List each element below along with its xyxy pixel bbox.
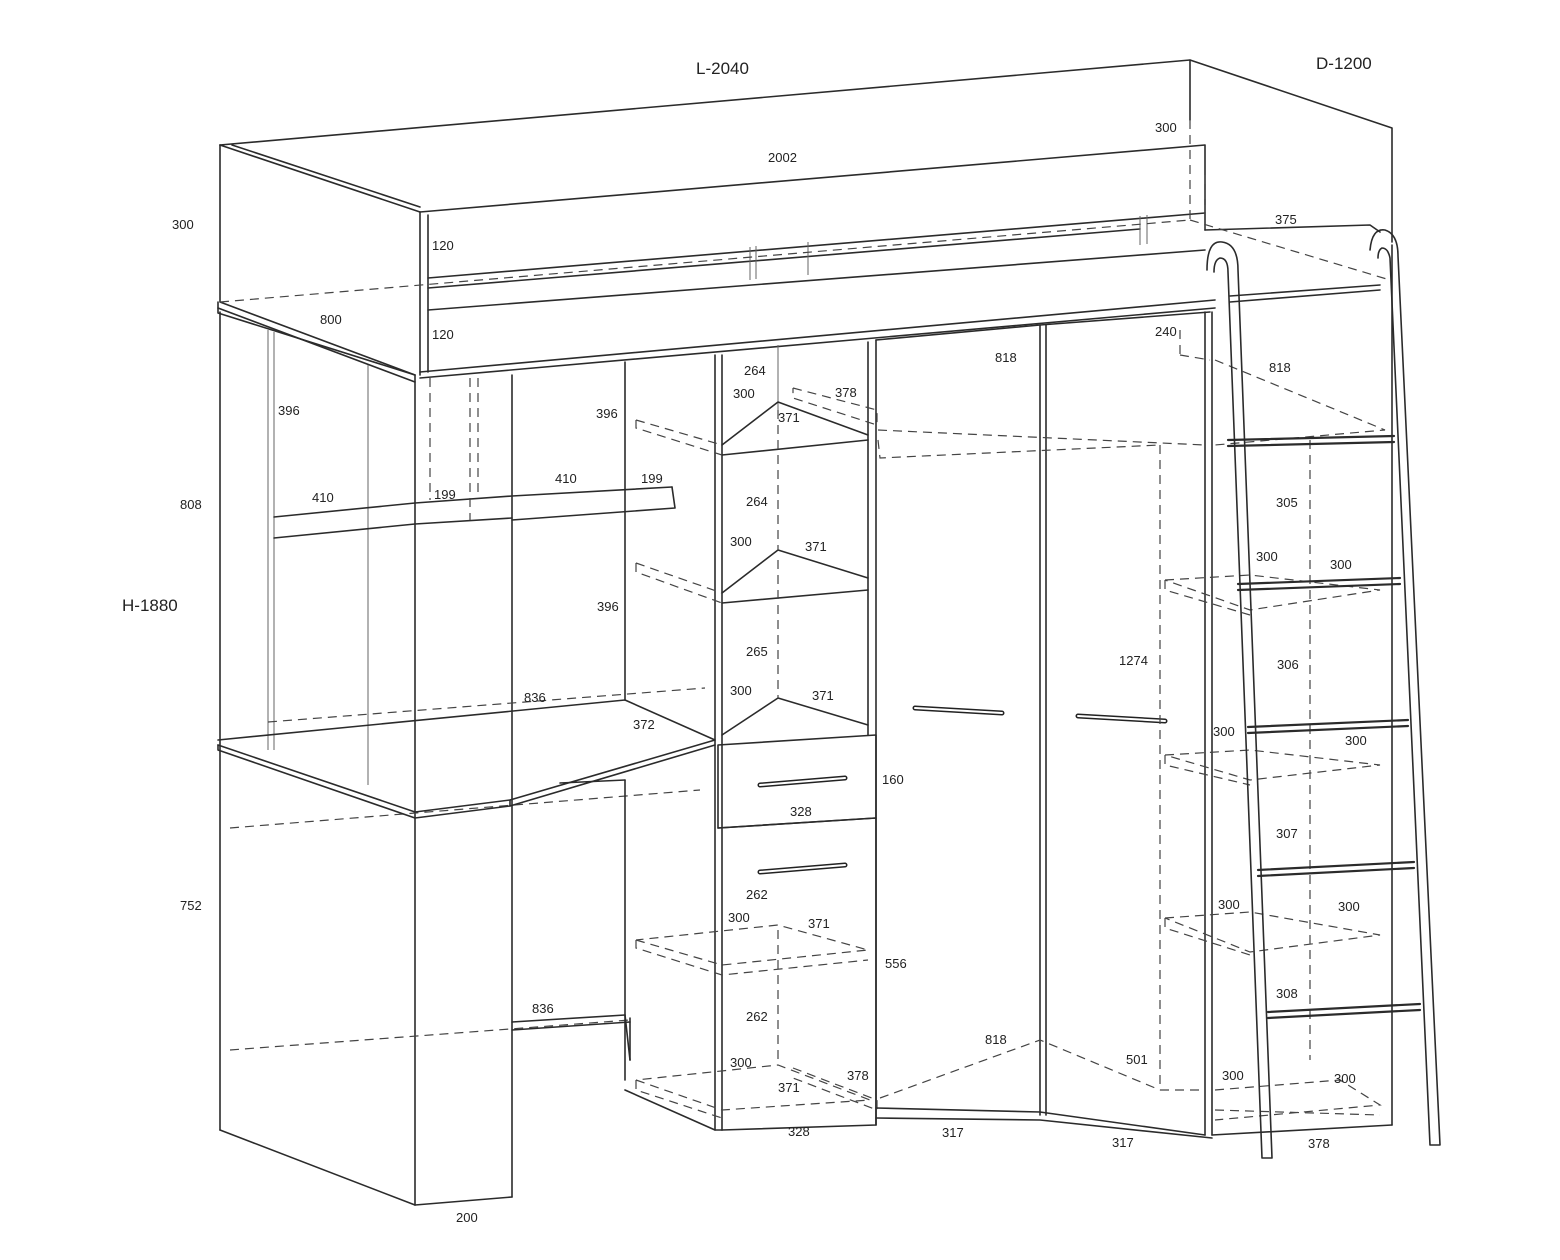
dim-wardrobe-width-bottom: 818	[985, 1032, 1007, 1047]
dim-shelf-height-3: 265	[746, 644, 768, 659]
dim-bottom-depth: 300	[730, 1055, 752, 1070]
dim-ladder-shelf-depth-3: 300	[1218, 897, 1240, 912]
dim-cabinet-shelf-width: 371	[808, 916, 830, 931]
dim-ladder-step-3: 307	[1276, 826, 1298, 841]
wardrobe	[875, 311, 1213, 1139]
dim-end-board: 375	[1275, 212, 1297, 227]
dim-top-shelf-depth: 378	[835, 385, 857, 400]
dim-lower-height: 752	[180, 898, 202, 913]
dim-side-shelf-depth: 410	[312, 490, 334, 505]
dim-desk-top-depth: 372	[633, 717, 655, 732]
dim-shelf-width-3: 371	[812, 688, 834, 703]
left-side-panel	[219, 311, 706, 1206]
dim-bottom-side: 378	[847, 1068, 869, 1083]
dim-left-niche-width: 396	[596, 406, 618, 421]
dim-desk-shelf-width: 410	[555, 471, 577, 486]
dim-ladder-shelf-width-4: 300	[1334, 1071, 1356, 1086]
dim-ladder-step-1: 305	[1276, 495, 1298, 510]
dim-ladder-shelf-depth-1: 300	[1256, 549, 1278, 564]
open-shelves	[635, 339, 878, 1131]
dim-rail-board-lower: 120	[432, 327, 454, 342]
overall-length-label: L-2040	[696, 59, 749, 78]
dim-shelf-width-2: 371	[805, 539, 827, 554]
dim-niche-height: 396	[278, 403, 300, 418]
overall-height-label: H-1880	[122, 596, 178, 615]
dim-rail-height-right: 300	[1155, 120, 1177, 135]
dim-desk-top-length: 836	[524, 690, 546, 705]
dim-shelf-depth-2: 300	[730, 534, 752, 549]
dim-ladder-shelf-depth-4: 300	[1222, 1068, 1244, 1083]
dim-shelf-depth-1: 300	[733, 386, 755, 401]
dim-desk-shelf-offset: 199	[641, 471, 663, 486]
desk	[217, 361, 723, 1131]
dim-drawer-width: 328	[790, 804, 812, 819]
ladder-side-shelves	[1164, 244, 1393, 1136]
dim-ladder-step-4: 308	[1276, 986, 1298, 1001]
dim-end-height: 240	[1155, 324, 1177, 339]
dim-shelf-depth-3: 300	[730, 683, 752, 698]
dim-door-right-width: 317	[1112, 1135, 1134, 1150]
dim-wardrobe-lower-height: 501	[1126, 1052, 1148, 1067]
dim-upper-height: 808	[180, 497, 202, 512]
dim-side-shelf-offset: 199	[434, 487, 456, 502]
overall-depth-label: D-1200	[1316, 54, 1372, 73]
dimension-labels: L-2040 D-1200 H-1880 300 808 752 800 396…	[122, 54, 1372, 1225]
dim-shelf-height-2: 264	[746, 494, 768, 509]
dim-cabinet-shelf-height-2: 262	[746, 1009, 768, 1024]
dim-shelf-height-1: 264	[744, 363, 766, 378]
drawer-cabinet	[635, 734, 878, 1131]
dim-bottom-width: 371	[778, 1080, 800, 1095]
dim-ladder-step-2: 306	[1277, 657, 1299, 672]
dim-desk-bottom-length: 836	[532, 1001, 554, 1016]
dim-shelf-width-1: 371	[778, 410, 800, 425]
dim-drawer-height: 160	[882, 772, 904, 787]
dim-wardrobe-width-top: 818	[995, 350, 1017, 365]
bed-top-structure	[217, 59, 1393, 383]
dim-rail-board-upper: 120	[432, 238, 454, 253]
dim-ladder-shelf-width-3: 300	[1338, 899, 1360, 914]
dim-cabinet-base-width: 328	[788, 1124, 810, 1139]
dim-base-width: 200	[456, 1210, 478, 1225]
dim-door-left-width: 317	[942, 1125, 964, 1140]
dim-ladder-base-width: 378	[1308, 1136, 1330, 1151]
dim-top-rail-height: 300	[172, 217, 194, 232]
dim-ladder-shelf-width-1: 300	[1330, 557, 1352, 572]
dim-cabinet-shelf-height-1: 262	[746, 887, 768, 902]
dim-cabinet-shelf-depth: 300	[728, 910, 750, 925]
dim-wardrobe-height: 1274	[1119, 653, 1148, 668]
dim-cabinet-height: 556	[885, 956, 907, 971]
dim-desk-niche-height: 396	[597, 599, 619, 614]
ladder	[1206, 229, 1441, 1159]
dim-ladder-shelf-width-2: 300	[1345, 733, 1367, 748]
dim-top-depth: 800	[320, 312, 342, 327]
dim-ladder-shelf-depth-2: 300	[1213, 724, 1235, 739]
dim-bed-length: 2002	[768, 150, 797, 165]
dim-ladder-top-width: 818	[1269, 360, 1291, 375]
